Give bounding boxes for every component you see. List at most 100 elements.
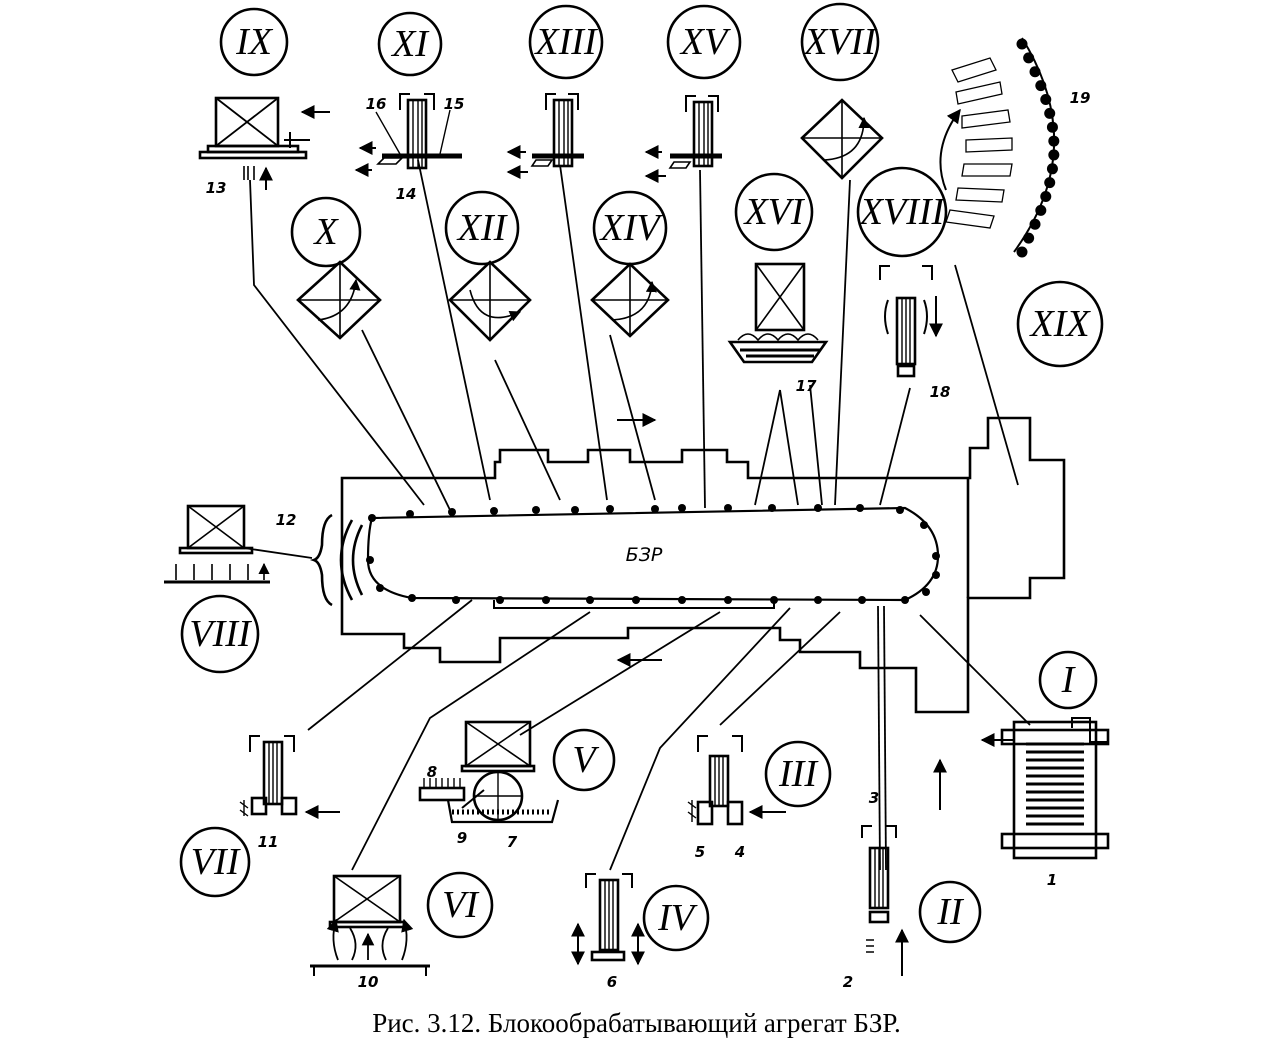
conveyor-dot [586, 596, 594, 604]
label-V: V [572, 739, 599, 781]
storage-dot [1035, 204, 1047, 216]
label-IV: IV [657, 897, 698, 939]
station-XIII-device [506, 93, 584, 179]
conveyor-dot [448, 508, 456, 516]
storage-dot [1046, 163, 1058, 175]
conveyor-dot [932, 552, 940, 560]
station-V-device [418, 720, 560, 824]
label-XIV: XIV [598, 207, 663, 249]
storage-dot [1044, 177, 1056, 189]
label-II: II [936, 891, 965, 933]
label-VI: VI [442, 884, 480, 926]
conveyor-dot [542, 596, 550, 604]
conveyor-dot [901, 596, 909, 604]
label-VIII: VIII [189, 613, 253, 655]
station-XVI-device [727, 262, 829, 364]
conveyor-dot [632, 596, 640, 604]
conveyor-dot [922, 588, 930, 596]
num-4: 4 [734, 843, 745, 861]
num-11: 11 [258, 833, 279, 851]
station-XV-device [644, 95, 722, 183]
conveyor-dot [770, 596, 778, 604]
storage-dots [1016, 38, 1060, 258]
storage-dot [1040, 93, 1052, 105]
conveyor-dot [896, 506, 904, 514]
label-IX: IX [235, 21, 274, 63]
storage-dot [1048, 135, 1060, 147]
conveyor-dot [920, 521, 928, 529]
conveyor-dots [366, 504, 940, 604]
storage-dot [1029, 218, 1041, 230]
label-III: III [778, 753, 819, 795]
conveyor-dot [490, 507, 498, 515]
label-XVII: XVII [802, 21, 878, 63]
label-XIX: XIX [1028, 303, 1091, 345]
station-XII-device [448, 260, 532, 342]
label-XII: XII [456, 207, 509, 249]
num-1: 1 [1047, 871, 1057, 889]
num-2: 2 [843, 973, 853, 991]
conveyor-dot [768, 504, 776, 512]
conveyor-dot [932, 571, 940, 579]
storage-dot [1035, 80, 1047, 92]
num-14: 14 [396, 185, 417, 203]
label-XIII: XIII [533, 21, 599, 63]
conveyor-dot [376, 584, 384, 592]
storage-dot [1048, 149, 1060, 161]
station-III-device [687, 735, 786, 826]
center-label: БЗР [626, 544, 663, 566]
station-XIV-device [590, 262, 670, 338]
num-9: 9 [457, 829, 467, 847]
conveyor-dot [858, 596, 866, 604]
storage-dot [1040, 191, 1052, 203]
station-VIII-device [164, 504, 270, 584]
label-XV: XV [679, 21, 731, 63]
storage-dot [1046, 121, 1058, 133]
bracket-12a [339, 519, 354, 601]
conveyor-dot [814, 596, 822, 604]
conveyor-dot [678, 504, 686, 512]
num-16: 16 [366, 95, 387, 113]
station-XVIII-device [879, 265, 943, 378]
label-I: I [1061, 659, 1077, 701]
storage-dot [1023, 52, 1035, 64]
label-XVIII: XVIII [858, 191, 947, 233]
machine-body-outline [340, 416, 1066, 714]
label-XVI: XVI [742, 191, 805, 233]
num-5: 5 [695, 843, 705, 861]
num-17: 17 [796, 377, 817, 395]
num-13: 13 [206, 179, 227, 197]
station-XI-device [354, 93, 462, 177]
conveyor-dot [496, 596, 504, 604]
conveyor-dot [452, 596, 460, 604]
conveyor-dot [724, 596, 732, 604]
station-IX-device [198, 96, 330, 190]
conveyor-dot [856, 504, 864, 512]
station-XVII-device [800, 98, 884, 180]
station-IV-device [571, 873, 645, 966]
num-3: 3 [869, 789, 879, 807]
label-XI: XI [390, 23, 430, 65]
station-II-device [861, 825, 909, 976]
storage-dot [1016, 246, 1028, 258]
storage-dot [1016, 38, 1028, 50]
num-19: 19 [1070, 89, 1091, 107]
conveyor-dot [366, 556, 374, 564]
storage-dot [1029, 66, 1041, 78]
num-7: 7 [507, 833, 518, 851]
conveyor-dot [408, 594, 416, 602]
num-8: 8 [427, 763, 437, 781]
num-15: 15 [444, 95, 465, 113]
conveyor-dot [606, 505, 614, 513]
label-X: X [312, 211, 339, 253]
num-6: 6 [607, 973, 617, 991]
conveyor-dot [814, 504, 822, 512]
station-I-device [1000, 717, 1110, 860]
conveyor-dot [724, 504, 732, 512]
conveyor-dot [651, 505, 659, 513]
conveyor-dot [406, 510, 414, 518]
station-circles [179, 2, 1104, 952]
conveyor-dot [532, 506, 540, 514]
figure-caption: Рис. 3.12. Блокообрабатывающий агрегат Б… [372, 1008, 901, 1038]
